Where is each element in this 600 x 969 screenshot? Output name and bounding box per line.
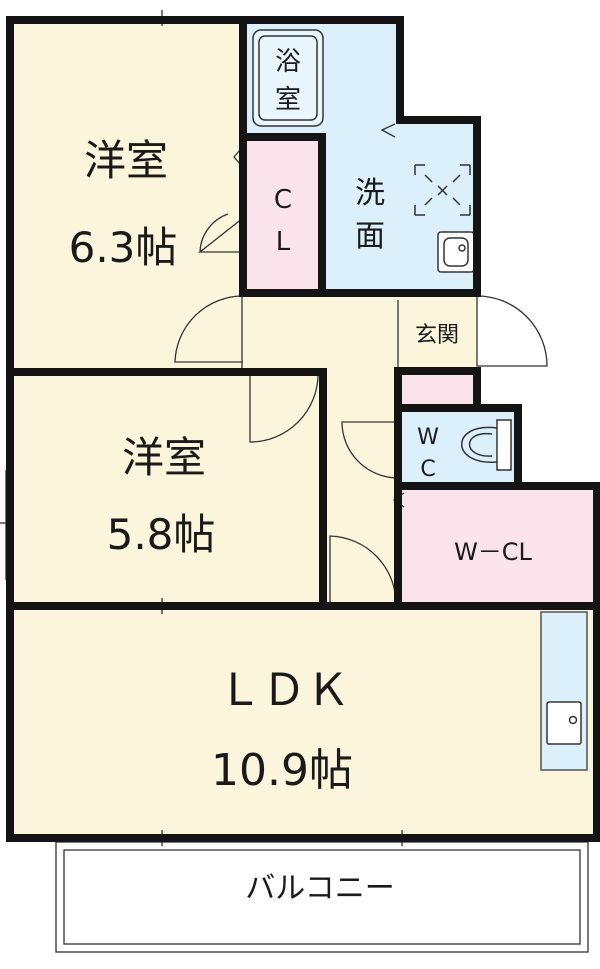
washer-space-icon [414, 164, 471, 216]
bedroom2-name: 洋室 [122, 433, 206, 482]
balcony-label: バルコニー [245, 871, 394, 906]
kitchen-counter [540, 611, 588, 771]
room-fill-walkin [398, 486, 597, 606]
room-fill-ldk [10, 606, 597, 838]
room-fill-entrance [398, 293, 477, 371]
bath-label-2: 室 [275, 85, 301, 115]
kitchen-sink-icon [546, 701, 582, 745]
closet-label-2: L [276, 227, 291, 257]
room-fill-shoe-storage [398, 371, 477, 408]
ldk-name: ＬＤＫ [218, 665, 350, 716]
closet-label-1: C [274, 185, 292, 215]
room-fill-closet [243, 137, 322, 293]
toilet-icon [461, 419, 512, 471]
wc-label-2: C [420, 457, 435, 482]
walkin-label: W－CL [454, 538, 532, 566]
room-fill-bedroom2 [10, 372, 323, 606]
washroom-label-2: 面 [355, 219, 385, 254]
bedroom2-size: 5.8帖 [107, 510, 216, 559]
room-labels: 洋室 6.3帖 浴 室 C L 洗 面 玄関 洋室 5.8帖 W C W－CL … [69, 47, 533, 906]
room-fill-bedroom1 [10, 20, 243, 372]
entrance-label: 玄関 [415, 323, 459, 348]
ldk-size: 10.9帖 [211, 745, 353, 796]
wash-basin-icon [437, 231, 475, 273]
washroom-label-1: 洗 [355, 176, 385, 211]
bath-label-1: 浴 [275, 47, 301, 77]
wc-label-1: W [417, 425, 439, 450]
walls [6, 16, 600, 842]
bedroom1-size: 6.3帖 [69, 223, 178, 272]
bedroom1-name: 洋室 [84, 136, 168, 185]
fixtures [252, 29, 582, 745]
bathtub-icon [252, 29, 324, 127]
outer-wall [6, 16, 481, 297]
